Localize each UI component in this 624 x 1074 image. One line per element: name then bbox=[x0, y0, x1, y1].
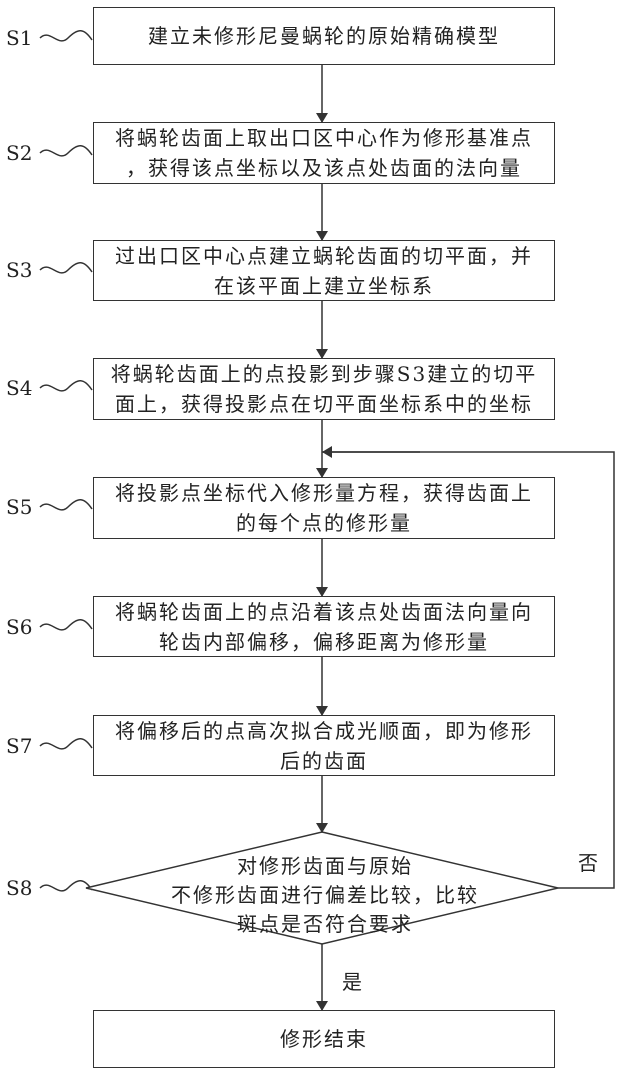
step-label-s6: S6 bbox=[6, 615, 32, 639]
step-box-s4: 将蜗轮齿面上的点投影到步骤S3建立的切平 面上，获得投影点在切平面坐标系中的坐标 bbox=[93, 358, 555, 420]
label-connector-s5 bbox=[40, 500, 92, 510]
end-box: 修形结束 bbox=[93, 1010, 555, 1068]
end-text: 修形结束 bbox=[280, 1024, 368, 1054]
label-connector-s7 bbox=[40, 739, 92, 749]
no-label: 否 bbox=[578, 847, 598, 876]
decision-text: 对修形齿面与原始 不修形齿面进行偏差比较，比较 斑点是否符合要求 bbox=[150, 852, 500, 939]
step-text-line: 在该平面上建立坐标系 bbox=[214, 271, 434, 301]
step-text-line: 的每个点的修形量 bbox=[236, 508, 412, 538]
label-connector-s4 bbox=[40, 381, 92, 391]
step-label-s1: S1 bbox=[6, 26, 32, 50]
step-box-s7: 将偏移后的点高次拟合成光顺面，即为修形 后的齿面 bbox=[93, 715, 555, 776]
label-connector-s3 bbox=[40, 263, 92, 273]
step-box-s1: 建立未修形尼曼蜗轮的原始精确模型 bbox=[93, 7, 555, 65]
step-label-s8: S8 bbox=[6, 876, 32, 900]
yes-label: 是 bbox=[342, 966, 362, 995]
decision-text-line: 斑点是否符合要求 bbox=[150, 910, 500, 939]
step-text-line: 将蜗轮齿面上的点沿着该点处齿面法向量向 bbox=[115, 597, 533, 627]
step-label-s5: S5 bbox=[6, 495, 32, 519]
decision-text-line: 对修形齿面与原始 bbox=[150, 852, 500, 881]
step-label-s4: S4 bbox=[6, 376, 32, 400]
label-connector-s8 bbox=[40, 881, 92, 891]
step-label-s2: S2 bbox=[6, 141, 32, 165]
step-text-line: 过出口区中心点建立蜗轮齿面的切平面，并 bbox=[115, 241, 533, 271]
step-text-line: 轮齿内部偏移，偏移距离为修形量 bbox=[159, 627, 489, 657]
label-connector-s2 bbox=[40, 146, 92, 156]
step-box-s5: 将投影点坐标代入修形量方程，获得齿面上 的每个点的修形量 bbox=[93, 477, 555, 539]
step-box-s2: 将蜗轮齿面上取出口区中心作为修形基准点 ，获得该点坐标以及该点处齿面的法向量 bbox=[93, 122, 555, 184]
step-label-s7: S7 bbox=[6, 734, 32, 758]
step-label-s3: S3 bbox=[6, 258, 32, 282]
step-text-line: 后的齿面 bbox=[280, 746, 368, 776]
step-box-s6: 将蜗轮齿面上的点沿着该点处齿面法向量向 轮齿内部偏移，偏移距离为修形量 bbox=[93, 596, 555, 657]
step-text-line: 将投影点坐标代入修形量方程，获得齿面上 bbox=[115, 478, 533, 508]
step-text: 建立未修形尼曼蜗轮的原始精确模型 bbox=[148, 21, 500, 51]
step-text-line: 将蜗轮齿面上的点投影到步骤S3建立的切平 bbox=[111, 359, 537, 389]
step-text-line: 面上，获得投影点在切平面坐标系中的坐标 bbox=[115, 389, 533, 419]
decision-text-line: 不修形齿面进行偏差比较，比较 bbox=[150, 881, 500, 910]
step-box-s3: 过出口区中心点建立蜗轮齿面的切平面，并 在该平面上建立坐标系 bbox=[93, 240, 555, 301]
label-connector-s6 bbox=[40, 620, 92, 630]
step-text-line: ，获得该点坐标以及该点处齿面的法向量 bbox=[126, 153, 522, 183]
label-connector-s1 bbox=[40, 31, 92, 41]
step-text-line: 将偏移后的点高次拟合成光顺面，即为修形 bbox=[115, 716, 533, 746]
step-text-line: 将蜗轮齿面上取出口区中心作为修形基准点 bbox=[115, 123, 533, 153]
